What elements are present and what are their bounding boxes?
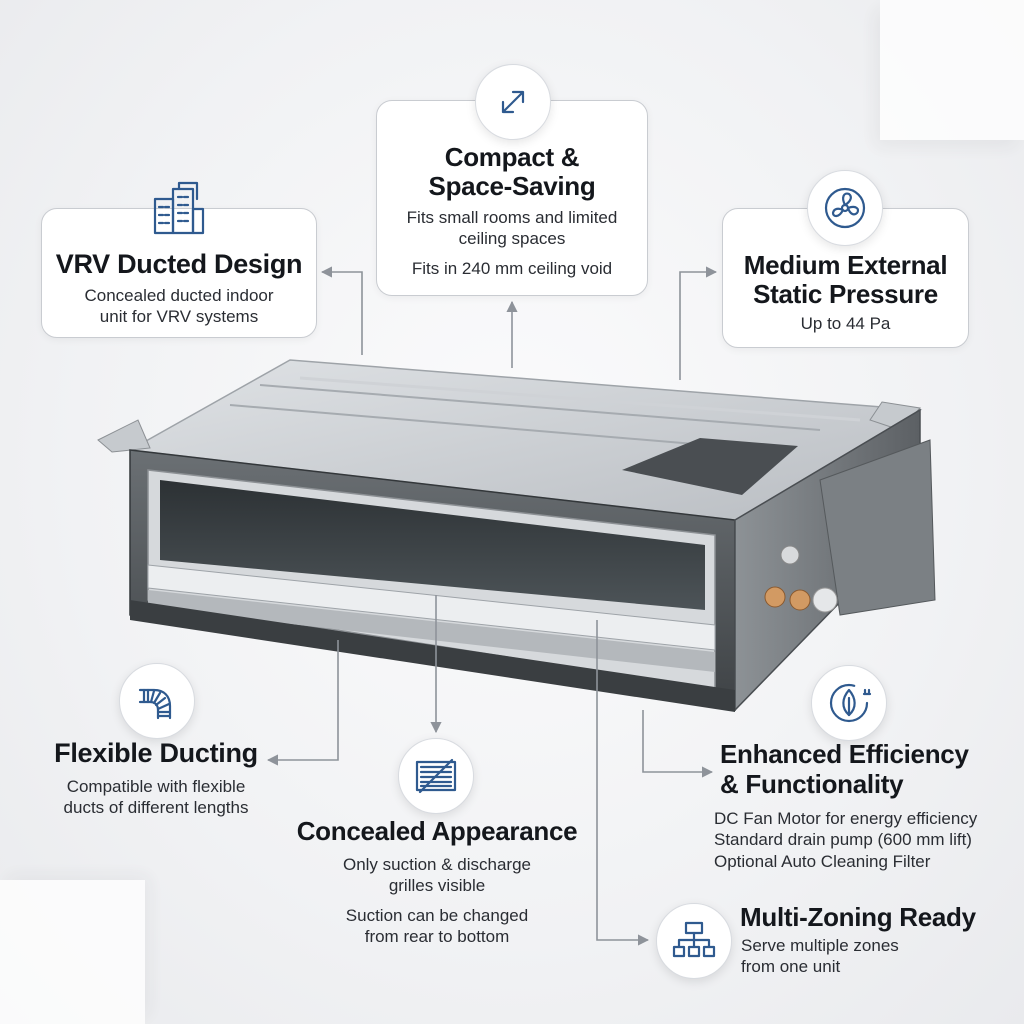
leader-vrv: [320, 266, 363, 355]
compact-space-saving-card: Compact & Space-Saving Fits small rooms …: [376, 100, 648, 296]
zoning-network-icon: [656, 903, 732, 979]
mounting-bracket-left: [97, 419, 151, 453]
fan-icon: [807, 170, 883, 246]
leader-ducting: [266, 640, 339, 766]
static-pressure-title: Medium External Static Pressure: [743, 250, 948, 310]
flexible-duct-icon: [119, 663, 195, 739]
static-pressure-desc: Up to 44 Pa: [800, 314, 891, 334]
vrv-title: VRV Ducted Design: [55, 249, 303, 279]
drain-outlet: [812, 587, 838, 613]
compact-desc: Fits small rooms and limited ceiling spa…: [406, 208, 618, 278]
compact-title: Compact & Space-Saving: [428, 142, 596, 202]
pipe-connection-2: [764, 586, 786, 608]
flexible-ducting-desc: Compatible with flexible ducts of differ…: [63, 777, 249, 818]
decorative-panel-bottom-left: [0, 880, 145, 1024]
multi-zoning-title: Multi-Zoning Ready: [740, 902, 976, 932]
leader-zoning: [596, 620, 650, 946]
decorative-panel-top-right: [880, 0, 1024, 140]
pipe-connection-1: [780, 545, 800, 565]
grille-icon: [398, 738, 474, 814]
concealed-appearance-desc: Only suction & discharge grilles visible…: [342, 855, 532, 946]
multi-zoning-desc: Serve multiple zones from one unit: [741, 936, 899, 977]
flexible-ducting-title: Flexible Ducting: [54, 738, 258, 768]
leader-efficiency: [642, 710, 714, 778]
building-icon: [141, 172, 217, 246]
eco-plug-icon: [811, 665, 887, 741]
efficiency-desc: DC Fan Motor for energy efficiency Stand…: [714, 809, 978, 871]
leader-static: [679, 266, 718, 380]
expand-arrows-icon: [475, 64, 551, 140]
pipe-connection-3: [789, 589, 811, 611]
vrv-desc: Concealed ducted indoor unit for VRV sys…: [84, 286, 274, 327]
concealed-appearance-title: Concealed Appearance: [296, 816, 578, 846]
vrv-ducted-design-card: VRV Ducted Design Concealed ducted indoo…: [41, 208, 317, 338]
efficiency-title: Enhanced Efficiency & Functionality: [720, 739, 969, 799]
heat-exchanger-coil: [160, 480, 705, 610]
control-box: [819, 439, 936, 616]
insulation-patch: [622, 438, 798, 495]
